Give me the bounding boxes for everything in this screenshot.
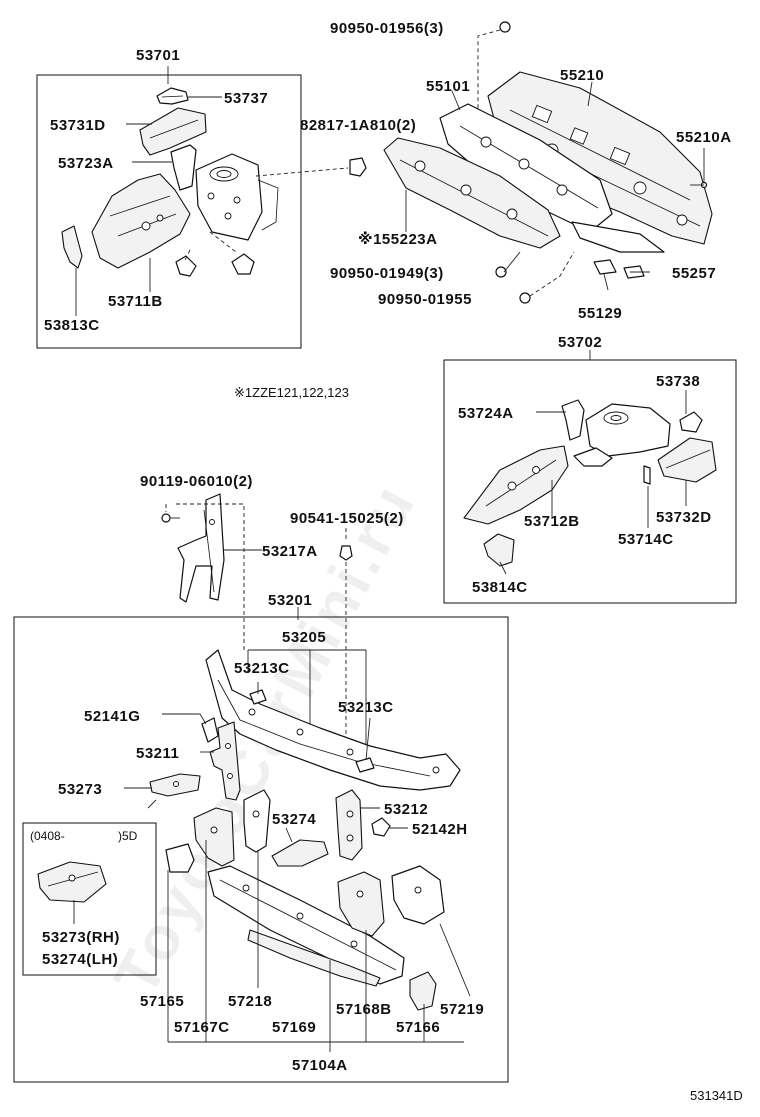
label-53712B: 53712B — [524, 513, 580, 530]
part-52142H-drawing — [371, 817, 391, 837]
clip-90541 — [339, 545, 353, 561]
label-53714C: 53714C — [618, 531, 674, 548]
part-bracket-center-drawing — [243, 789, 271, 853]
label-57167C: 57167C — [174, 1019, 230, 1036]
inset-part-drawing — [37, 861, 107, 903]
label-57166: 57166 — [396, 1019, 440, 1036]
group-box-53201 — [13, 616, 509, 1083]
label-53738: 53738 — [656, 373, 700, 390]
part-53712B-drawing — [463, 445, 569, 525]
label-53211: 53211 — [136, 745, 179, 762]
part-57167C-drawing — [193, 807, 235, 867]
label-53205: 53205 — [282, 629, 326, 646]
clip-hardware — [349, 21, 708, 304]
part-57219-drawing — [391, 865, 445, 925]
part-53711B-drawing — [91, 173, 255, 277]
label-82817-1A810: 82817-1A810(2) — [300, 117, 416, 134]
label-57169: 57169 — [272, 1019, 316, 1036]
drawing-code: 531341D — [690, 1088, 743, 1103]
inset-date-note: (0408- — [30, 829, 65, 843]
label-55129: 55129 — [578, 305, 622, 322]
part-53724A-drawing — [561, 399, 585, 441]
part-55101-drawing — [439, 103, 613, 233]
label-53711B: 53711B — [108, 293, 163, 310]
inset-box — [22, 822, 157, 976]
bolt-90119 — [161, 513, 180, 523]
label-90950-01955: 90950-01955 — [378, 291, 472, 308]
group-box-53701 — [36, 74, 302, 349]
part-53217A-drawing — [177, 493, 225, 603]
part-53212-drawing — [335, 789, 363, 861]
part-57168B-drawing — [337, 871, 385, 937]
label-53731D: 53731D — [50, 117, 106, 134]
label-53273: 53273 — [58, 781, 102, 798]
part-55257-drawing — [571, 221, 665, 253]
label-53723A: 53723A — [58, 155, 114, 172]
part-53274-drawing — [271, 839, 329, 867]
part-53813C-drawing — [61, 225, 83, 269]
label-55257: 55257 — [672, 265, 716, 282]
part-strut-tower-drawing — [195, 153, 279, 241]
part-53731D-drawing — [139, 107, 207, 156]
label-53217A: 53217A — [262, 543, 318, 560]
label-53813C: 53813C — [44, 317, 100, 334]
label-53201: 53201 — [268, 592, 312, 609]
label-53737: 53737 — [224, 90, 268, 107]
part-57104A-lower-support-drawing — [207, 865, 405, 985]
label-90119-06010: 90119-06010(2) — [140, 473, 253, 490]
label-55210: 55210 — [560, 67, 604, 84]
label-57219: 57219 — [440, 1001, 484, 1018]
label-57218: 57218 — [228, 993, 272, 1010]
label-53701: 53701 — [136, 47, 180, 64]
part-53737-drawing — [156, 87, 189, 105]
part-55223A-drawing — [383, 137, 561, 249]
label-52142H: 52142H — [412, 821, 468, 838]
label-53702: 53702 — [558, 334, 602, 351]
part-strut-tower-r-drawing — [573, 403, 671, 467]
label-57104A: 57104A — [292, 1057, 348, 1074]
label-52141G: 52141G — [84, 708, 140, 725]
part-57166-drawing — [409, 971, 437, 1011]
part-53211-drawing — [209, 721, 241, 801]
part-53814C-drawing — [483, 533, 515, 567]
part-57169-drawing — [247, 929, 381, 987]
label-90950-01956: 90950-01956(3) — [330, 20, 444, 37]
label-90541-15025: 90541-15025(2) — [290, 510, 404, 527]
label-53274: 53274 — [272, 811, 316, 828]
applicability-note: ※1ZZE121,122,123 — [234, 385, 349, 400]
label-55210A: 55210A — [676, 129, 732, 146]
label-53724A: 53724A — [458, 405, 514, 422]
label-90950-01949: 90950-01949(3) — [330, 265, 444, 282]
label-53814C: 53814C — [472, 579, 528, 596]
label-55223A: ※155223A — [358, 230, 437, 248]
part-57165-drawing — [165, 843, 195, 873]
part-55129-drawing — [593, 259, 645, 279]
part-53205-upper-support-drawing — [205, 649, 461, 791]
part-53723A-drawing — [170, 144, 197, 191]
inset-suffix-note: )5D — [118, 829, 138, 843]
label-53212: 53212 — [384, 801, 428, 818]
part-53714C-drawing — [643, 465, 651, 485]
label-57168B: 57168B — [336, 1001, 392, 1018]
part-53732D-drawing — [657, 437, 717, 483]
label-57165: 57165 — [140, 993, 184, 1010]
label-53213C-right: 53213C — [338, 699, 394, 716]
label-53213C-left: 53213C — [234, 660, 290, 677]
label-55101: 55101 — [426, 78, 470, 95]
part-53273-drawing — [149, 773, 201, 797]
label-53274-lh: 53274(LH) — [42, 951, 118, 968]
part-53738-drawing — [679, 411, 703, 433]
label-53732D: 53732D — [656, 509, 712, 526]
label-53273-rh: 53273(RH) — [42, 929, 120, 946]
